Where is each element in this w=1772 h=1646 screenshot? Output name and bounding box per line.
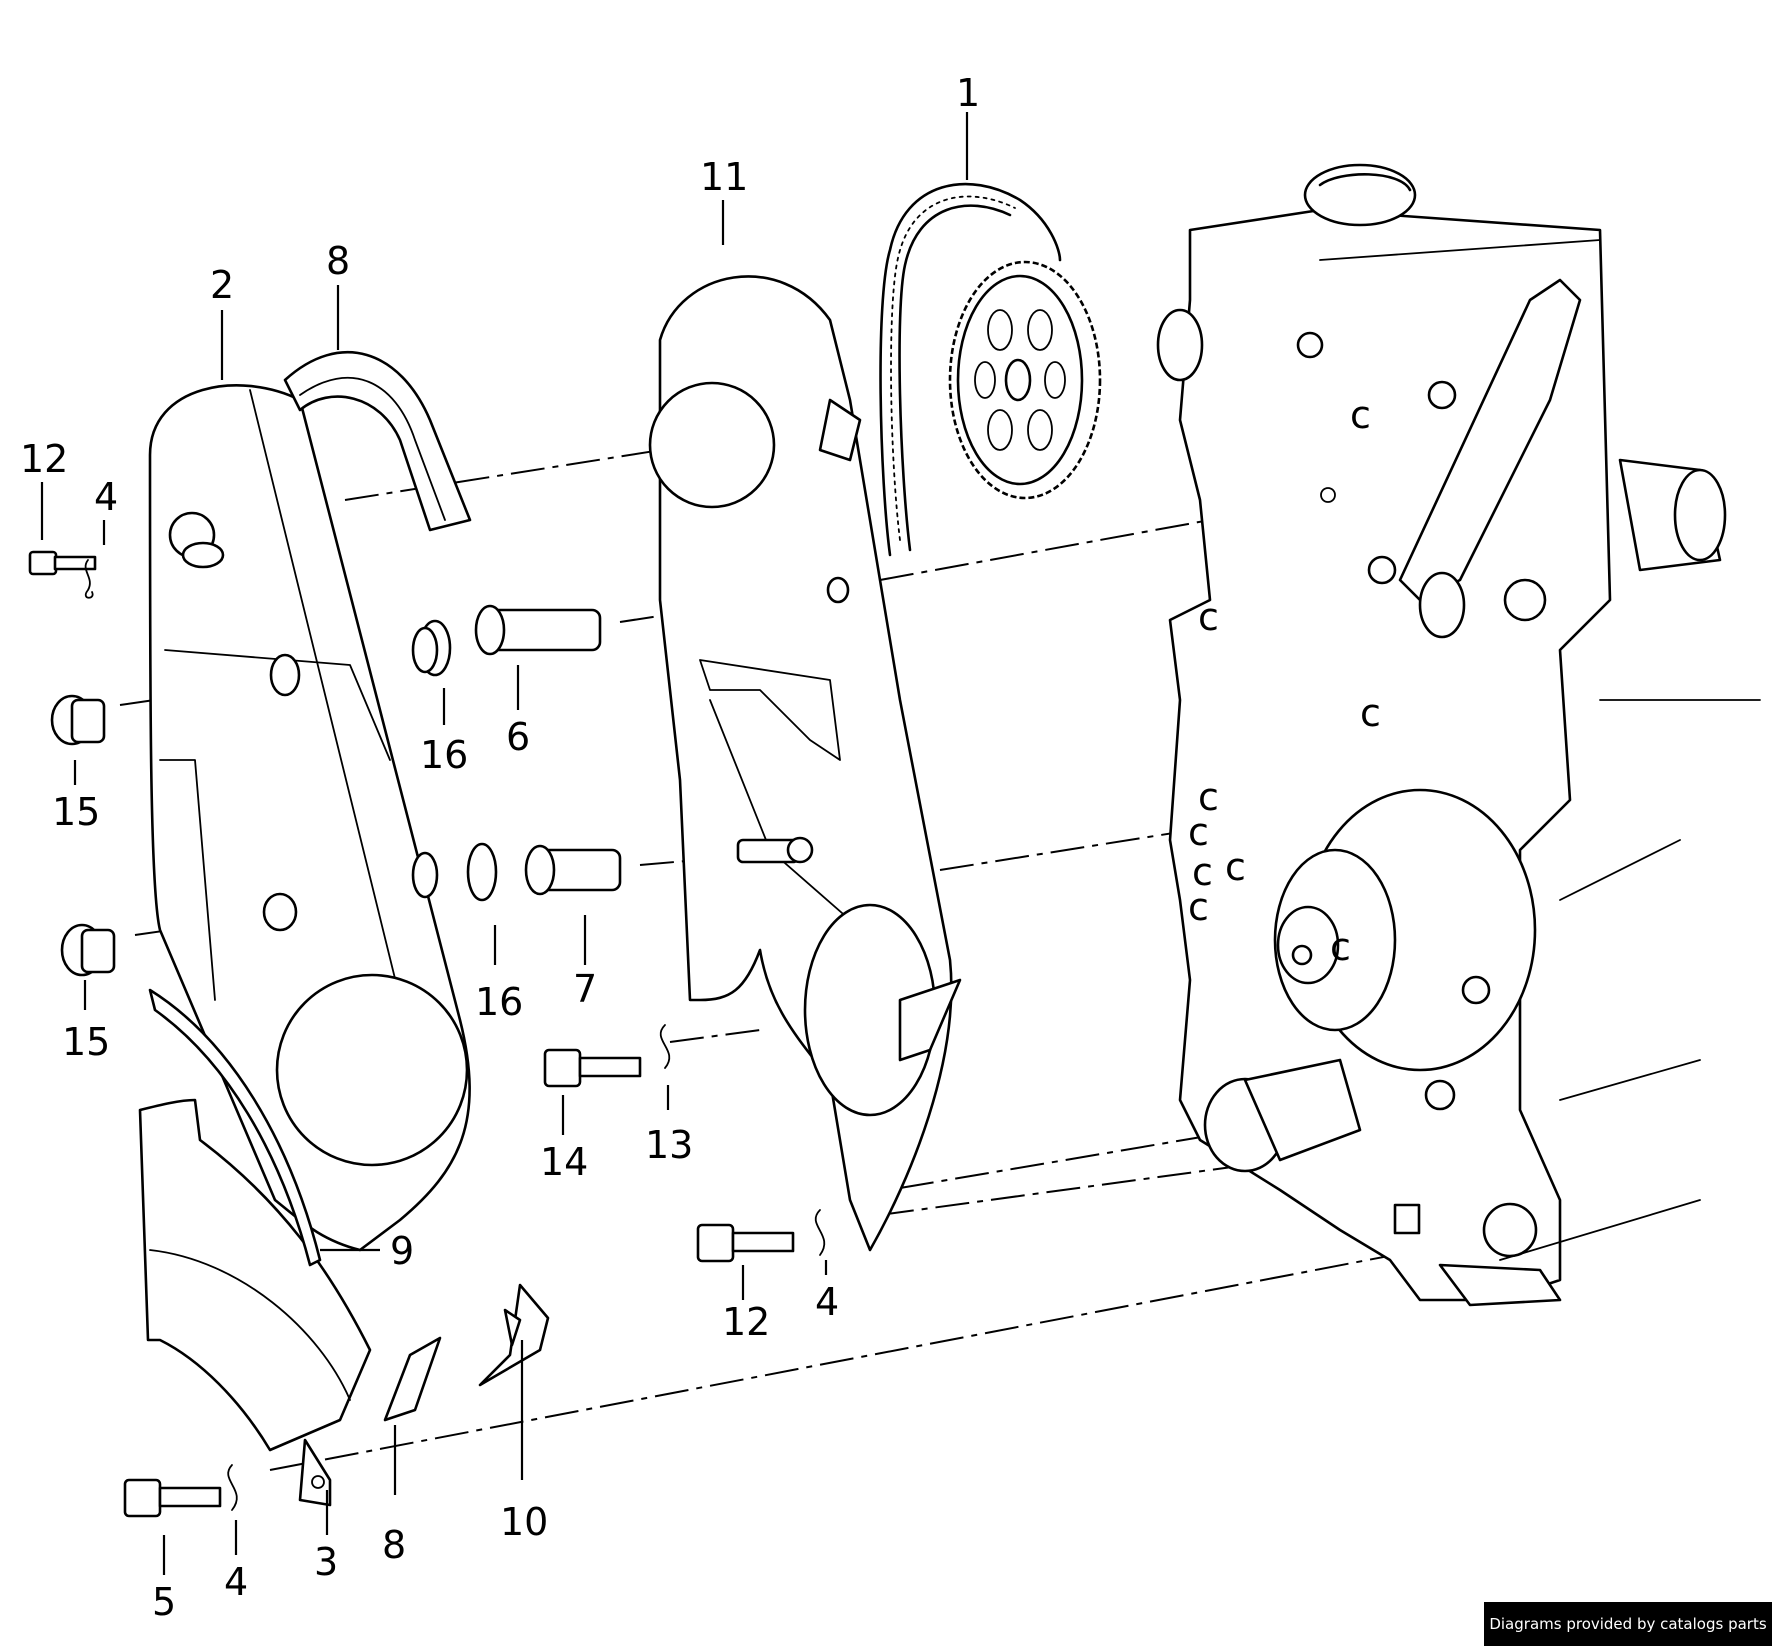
timing-belt-cover-upper [148, 384, 471, 1252]
callout-8: 8 [382, 1523, 406, 1567]
seal-strip-lower [148, 988, 322, 1267]
callout-4: 4 [94, 475, 118, 519]
callout-5: 5 [152, 1580, 176, 1624]
callout-15: 15 [62, 1020, 110, 1064]
callout-15: 15 [52, 790, 100, 834]
callout-14: 14 [540, 1140, 588, 1184]
callout-4: 4 [815, 1280, 839, 1324]
engine-mark: c [1198, 775, 1219, 819]
callout-labels: 1 2 3 4 4 4 5 6 7 8 8 9 10 11 12 12 13 1… [20, 71, 980, 1624]
callout-2: 2 [210, 263, 234, 307]
engine-mark: c [1188, 810, 1209, 854]
timing-belt-cover-lower [138, 1098, 372, 1507]
callout-12: 12 [722, 1300, 770, 1344]
bolts-and-washers [28, 550, 826, 1518]
callout-13: 13 [645, 1123, 693, 1167]
callout-9: 9 [390, 1229, 414, 1273]
seal-strip-upper [283, 351, 472, 532]
callout-1: 1 [956, 71, 980, 115]
engine-mark: c [1198, 595, 1219, 639]
callout-3: 3 [314, 1540, 338, 1584]
callout-6: 6 [506, 715, 530, 759]
credit-banner: Diagrams provided by catalogs parts [1484, 1602, 1772, 1646]
toothed-belt [879, 182, 1062, 557]
camshaft-sprocket [948, 260, 1102, 500]
callout-8: 8 [326, 239, 350, 283]
callout-16: 16 [420, 733, 468, 777]
callout-10: 10 [500, 1500, 548, 1544]
engine-mark: c [1330, 925, 1351, 969]
retaining-clip [478, 1283, 550, 1387]
callout-16: 16 [475, 980, 523, 1024]
engine-block [1156, 163, 1761, 1307]
callout-11: 11 [700, 155, 748, 199]
callout-7: 7 [573, 967, 597, 1011]
engine-mark: c [1350, 393, 1371, 437]
grommets [50, 626, 439, 977]
callout-4: 4 [224, 1560, 248, 1604]
engine-mark: c [1188, 885, 1209, 929]
seal-pad-lower [383, 1336, 442, 1422]
engine-mark: c [1360, 691, 1381, 735]
leader-lines [40, 112, 969, 1575]
engine-mark: c [1225, 845, 1246, 889]
spacer-sleeves [418, 604, 814, 902]
timing-backplate [648, 275, 962, 1252]
engine-mark: c [1192, 850, 1213, 894]
callout-12: 12 [20, 437, 68, 481]
engine-marks: c c c c c c c c c [1188, 393, 1381, 969]
